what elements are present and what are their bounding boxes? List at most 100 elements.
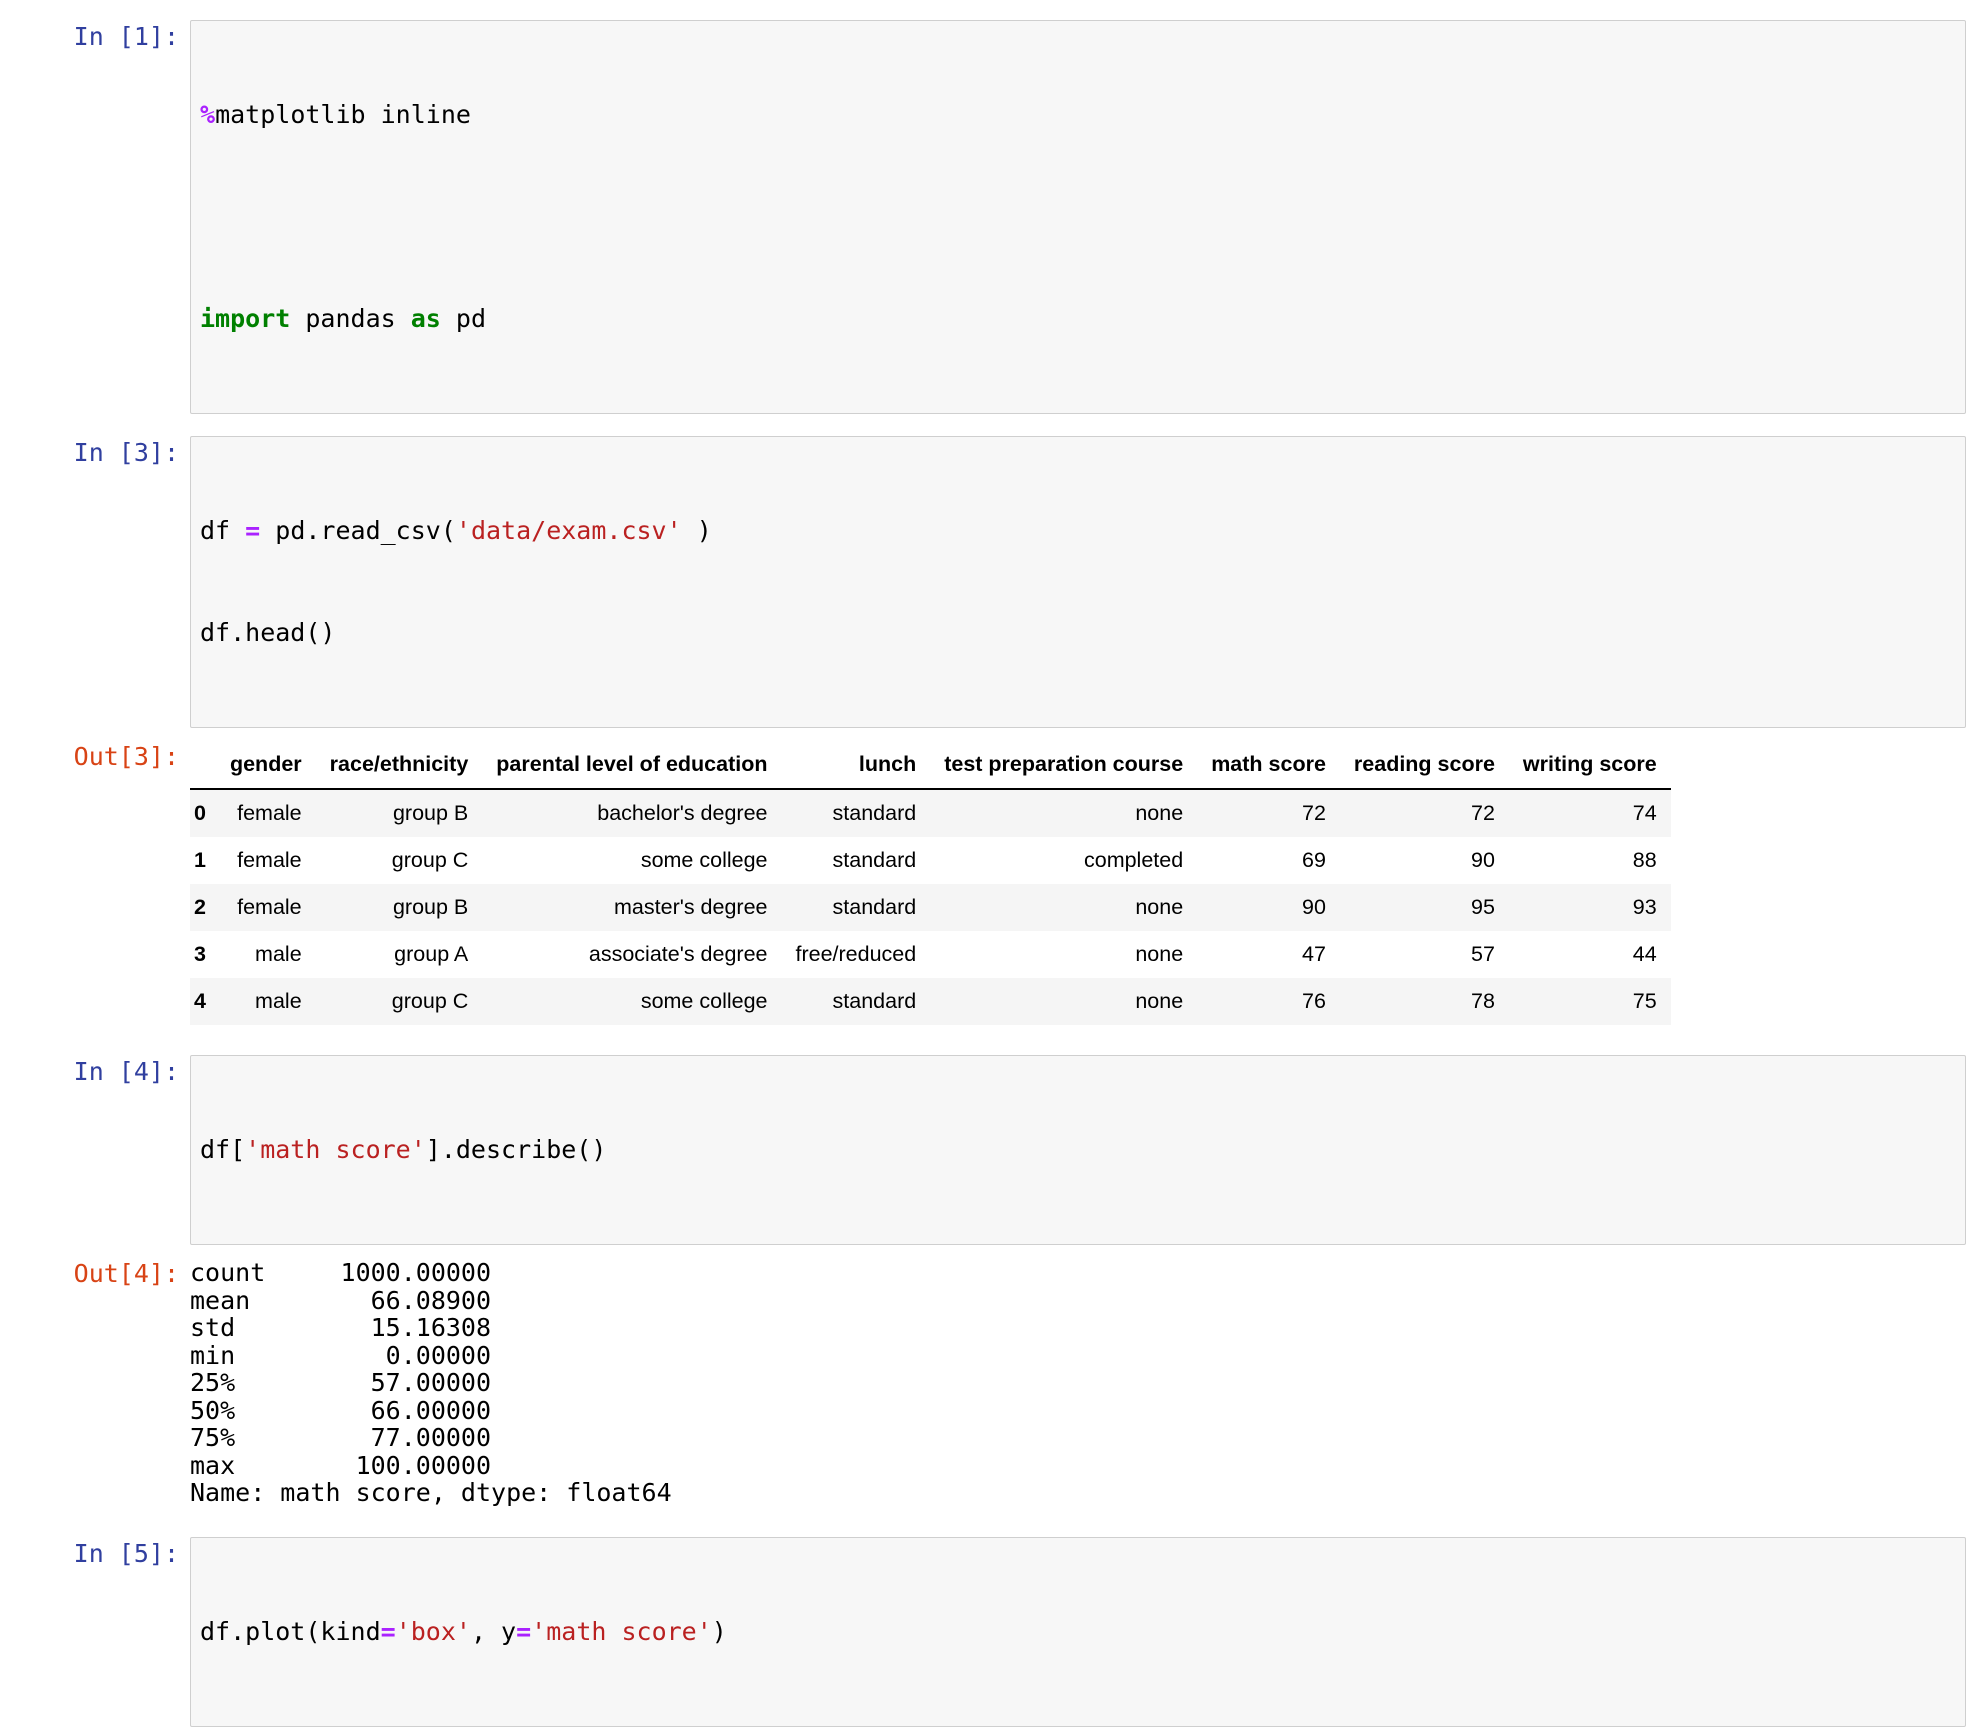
- table-row: 4 male group C some college standard non…: [190, 978, 1671, 1025]
- code-cell-4-body: df['math score'].describe(): [190, 1055, 1966, 1245]
- cell-test-prep: none: [1135, 801, 1184, 825]
- read-csv-call: pd.read_csv(: [260, 516, 456, 545]
- code-line-5-1: df.plot(kind='box', y='math score'): [200, 1615, 1965, 1649]
- code-cell-5-body: df.plot(kind='box', y='math score'): [190, 1536, 1966, 1727]
- code-cell-5: In [5]: df.plot(kind='box', y='math scor…: [0, 1536, 1966, 1727]
- spacer-5: [0, 1507, 1966, 1537]
- cell-test-prep: none: [1135, 895, 1184, 919]
- cell-parental-education: master's degree: [614, 895, 768, 919]
- cell-writing-score: 93: [1632, 895, 1657, 919]
- dataframe-scroll-area[interactable]: gender race/ethnicity parental level of …: [190, 740, 1966, 1025]
- cell-math-score: 90: [1301, 895, 1326, 919]
- keyword-as: as: [410, 304, 441, 333]
- input-prompt-1: In [1]:: [73, 22, 179, 51]
- header-test-preparation-course: test preparation course: [930, 746, 1198, 790]
- header-race-ethnicity: race/ethnicity: [315, 746, 483, 790]
- cell-math-score: 76: [1301, 989, 1326, 1013]
- cell-race-ethnicity: group B: [392, 801, 469, 825]
- dataframe-header-row: gender race/ethnicity parental level of …: [190, 746, 1671, 790]
- output-cell-4: Out[4]: count 1000.00000 mean 66.08900 s…: [0, 1257, 1966, 1507]
- cell-lunch: free/reduced: [795, 942, 917, 966]
- output-cell-4-body: count 1000.00000 mean 66.08900 std 15.16…: [190, 1257, 1966, 1507]
- cell-lunch: standard: [832, 989, 917, 1013]
- dataframe-body: 0 female group B bachelor's degree stand…: [190, 789, 1671, 1025]
- table-row: 1 female group C some college standard c…: [190, 837, 1671, 884]
- code-editor-3[interactable]: df = pd.read_csv('data/exam.csv' ) df.he…: [190, 436, 1966, 728]
- describe-output-text: count 1000.00000 mean 66.08900 std 15.16…: [190, 1258, 672, 1507]
- output-cell-3-body: gender race/ethnicity parental level of …: [190, 740, 1966, 1025]
- cell-test-prep: completed: [1083, 848, 1184, 872]
- code-line-4-1: df['math score'].describe(): [200, 1133, 1965, 1167]
- cell-parental-education: associate's degree: [588, 942, 768, 966]
- cell-parental-education: bachelor's degree: [597, 801, 768, 825]
- row-index: 0: [194, 801, 206, 825]
- table-row: 0 female group B bachelor's degree stand…: [190, 789, 1671, 837]
- df-assign-lhs: df: [200, 516, 246, 545]
- cell-writing-score: 74: [1632, 801, 1657, 825]
- kwarg-operator-kind: =: [380, 1616, 396, 1646]
- header-reading-score: reading score: [1339, 746, 1509, 790]
- keyword-import: import: [200, 304, 291, 333]
- cell-parental-education: some college: [640, 989, 768, 1013]
- code-line-1-3: import pandas as pd: [200, 302, 1965, 336]
- dataframe-table: gender race/ethnicity parental level of …: [190, 746, 1671, 1025]
- code-editor-5[interactable]: df.plot(kind='box', y='math score'): [190, 1536, 1966, 1727]
- spacer-1: [0, 414, 1966, 436]
- code-cell-1: In [1]: %matplotlib inline import pandas…: [0, 20, 1966, 414]
- plot-kind-string: 'box': [395, 1616, 471, 1646]
- cell-race-ethnicity: group C: [391, 848, 469, 872]
- header-math-score: math score: [1197, 746, 1340, 790]
- kwarg-operator-y: =: [516, 1616, 532, 1646]
- code-line-3-1: df = pd.read_csv('data/exam.csv' ): [200, 514, 1965, 548]
- cell-writing-score: 88: [1632, 848, 1657, 872]
- code-cell-3: In [3]: df = pd.read_csv('data/exam.csv'…: [0, 436, 1966, 728]
- spacer-2: [0, 728, 1966, 740]
- header-writing-score: writing score: [1508, 746, 1671, 790]
- cell-writing-score: 75: [1632, 989, 1657, 1013]
- cell-math-score: 72: [1301, 801, 1326, 825]
- output-prompt-4: Out[4]:: [73, 1259, 179, 1288]
- header-parental-level-of-education: parental level of education: [482, 746, 782, 790]
- cell-reading-score: 57: [1470, 942, 1495, 966]
- import-alias: pd: [440, 304, 486, 333]
- cell-lunch: standard: [832, 848, 917, 872]
- input-prompt-5: In [5]:: [73, 1538, 179, 1568]
- cell-reading-score: 78: [1470, 989, 1495, 1013]
- code-editor-1[interactable]: %matplotlib inline import pandas as pd: [190, 20, 1966, 414]
- cell-gender: female: [237, 848, 302, 872]
- table-row: 2 female group B master's degree standar…: [190, 884, 1671, 931]
- input-prompt-3: In [3]:: [73, 438, 179, 467]
- cell-reading-score: 72: [1470, 801, 1495, 825]
- code-editor-4[interactable]: df['math score'].describe(): [190, 1055, 1966, 1245]
- magic-token: %: [200, 100, 216, 129]
- cell-gender: male: [255, 989, 302, 1013]
- spacer-4: [0, 1245, 1966, 1257]
- cell-race-ethnicity: group C: [391, 989, 469, 1013]
- plot-call-mid: , y: [470, 1616, 517, 1646]
- output-prompt-3: Out[3]:: [73, 742, 179, 771]
- spacer-3: [0, 1025, 1966, 1055]
- cell-race-ethnicity: group B: [392, 895, 469, 919]
- cell-parental-education: some college: [640, 848, 768, 872]
- code-cell-1-body: %matplotlib inline import pandas as pd: [190, 20, 1966, 414]
- header-gender: gender: [215, 746, 316, 790]
- cell-gender: female: [237, 895, 302, 919]
- cell-lunch: standard: [832, 801, 917, 825]
- cell-test-prep: none: [1135, 942, 1184, 966]
- cell-gender: male: [255, 942, 302, 966]
- dataframe-head: gender race/ethnicity parental level of …: [190, 746, 1671, 790]
- cell-gender: female: [237, 801, 302, 825]
- table-row: 3 male group A associate's degree free/r…: [190, 931, 1671, 978]
- header-lunch: lunch: [781, 746, 931, 790]
- assign-operator: =: [245, 516, 261, 545]
- read-csv-close: ): [681, 516, 712, 545]
- cell-test-prep: none: [1135, 989, 1184, 1013]
- import-module: pandas: [290, 304, 411, 333]
- cell-writing-score: 44: [1632, 942, 1657, 966]
- code-cell-4: In [4]: df['math score'].describe(): [0, 1055, 1966, 1245]
- cell-race-ethnicity: group A: [394, 942, 469, 966]
- header-index: [190, 746, 216, 790]
- magic-rest: matplotlib inline: [215, 100, 471, 129]
- row-index: 1: [194, 848, 206, 872]
